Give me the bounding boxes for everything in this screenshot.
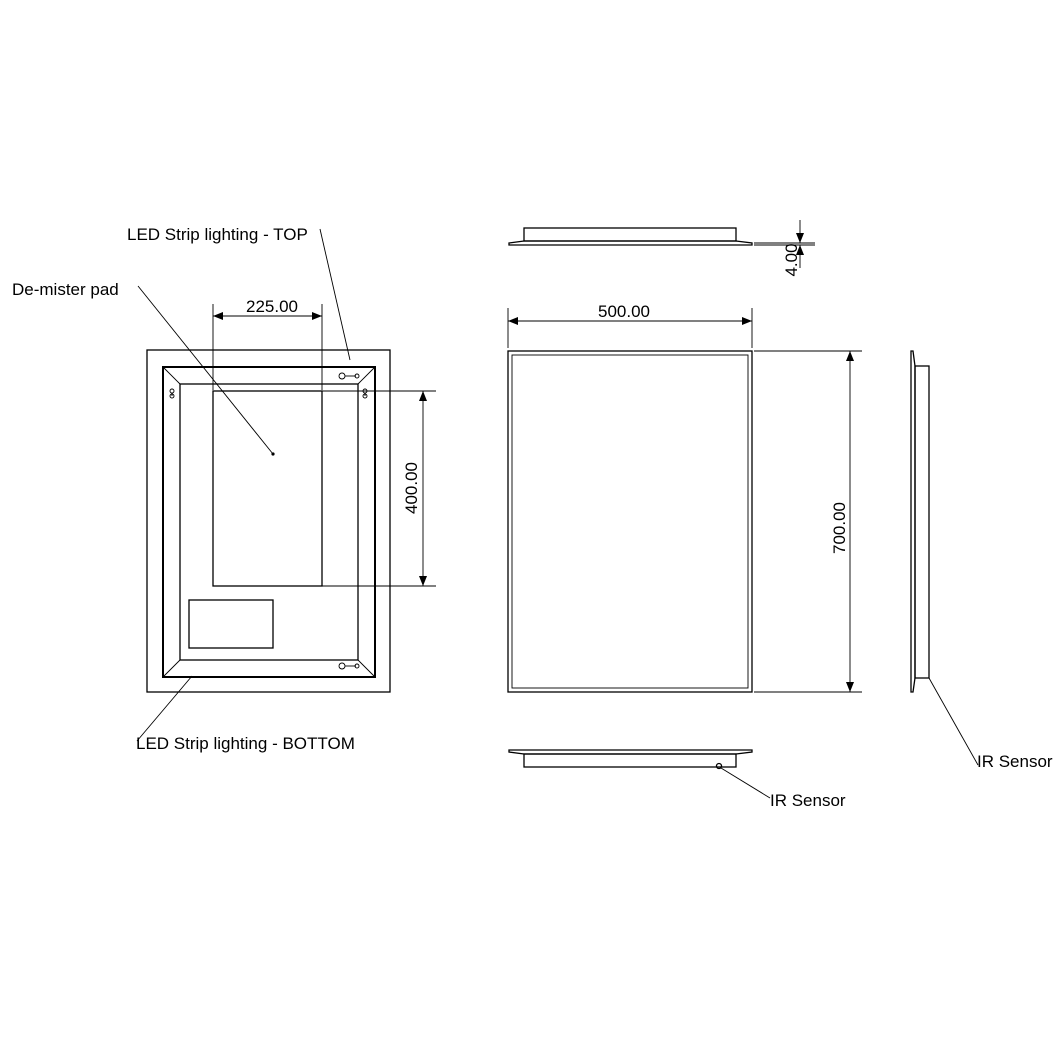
label-led-top: LED Strip lighting - TOP (127, 225, 308, 244)
dim-depth: 4.00 (782, 243, 801, 276)
label-ir-sensor-side: IR Sensor (977, 752, 1053, 771)
top-edge-view: 4.00 (508, 220, 815, 277)
rear-view: 225.00 400.00 LED Strip lighting - TOP D… (12, 225, 436, 753)
leader-ir-bottom (720, 767, 771, 799)
ir-sensor-bottom-icon (715, 762, 723, 770)
front-view: 500.00 700.00 (507, 302, 862, 693)
rear-bevel-br (357, 659, 376, 678)
bottom-edge-view: IR Sensor (508, 749, 846, 810)
demister-pad (212, 390, 323, 587)
side-view: IR Sensor (910, 350, 1053, 771)
dim-mirror-width: 500.00 (598, 302, 650, 321)
bottom-edge-body (523, 753, 737, 768)
label-led-bottom: LED Strip lighting - BOTTOM (136, 734, 355, 753)
front-mirror-inner (511, 354, 749, 689)
rear-inner-panel (179, 383, 359, 661)
keyhole-hanger-top (338, 372, 360, 380)
rear-outer-frame (146, 349, 391, 693)
label-demister: De-mister pad (12, 280, 119, 299)
rear-backplate (162, 366, 376, 678)
leader-ir-side (928, 677, 979, 766)
keyhole-hanger-bottom (338, 662, 360, 670)
front-mirror-outer (507, 350, 753, 693)
rear-bevel-bl (162, 659, 181, 678)
side-body (914, 365, 930, 679)
rear-bevel-tr (357, 366, 376, 385)
keyhole-hanger-left (169, 388, 175, 399)
dim-demister-width: 225.00 (246, 297, 298, 316)
dim-mirror-height: 700.00 (830, 502, 849, 554)
keyhole-hanger-right (362, 388, 368, 399)
label-ir-sensor-bottom: IR Sensor (770, 791, 846, 810)
dim-demister-height: 400.00 (402, 462, 421, 514)
leader-demister (137, 285, 274, 455)
rear-bevel-tl (162, 366, 181, 385)
top-edge-glass (508, 240, 753, 246)
top-edge-body (523, 227, 737, 242)
control-box (188, 599, 274, 649)
leader-led-bottom (136, 675, 193, 742)
leader-led-top (319, 228, 351, 361)
